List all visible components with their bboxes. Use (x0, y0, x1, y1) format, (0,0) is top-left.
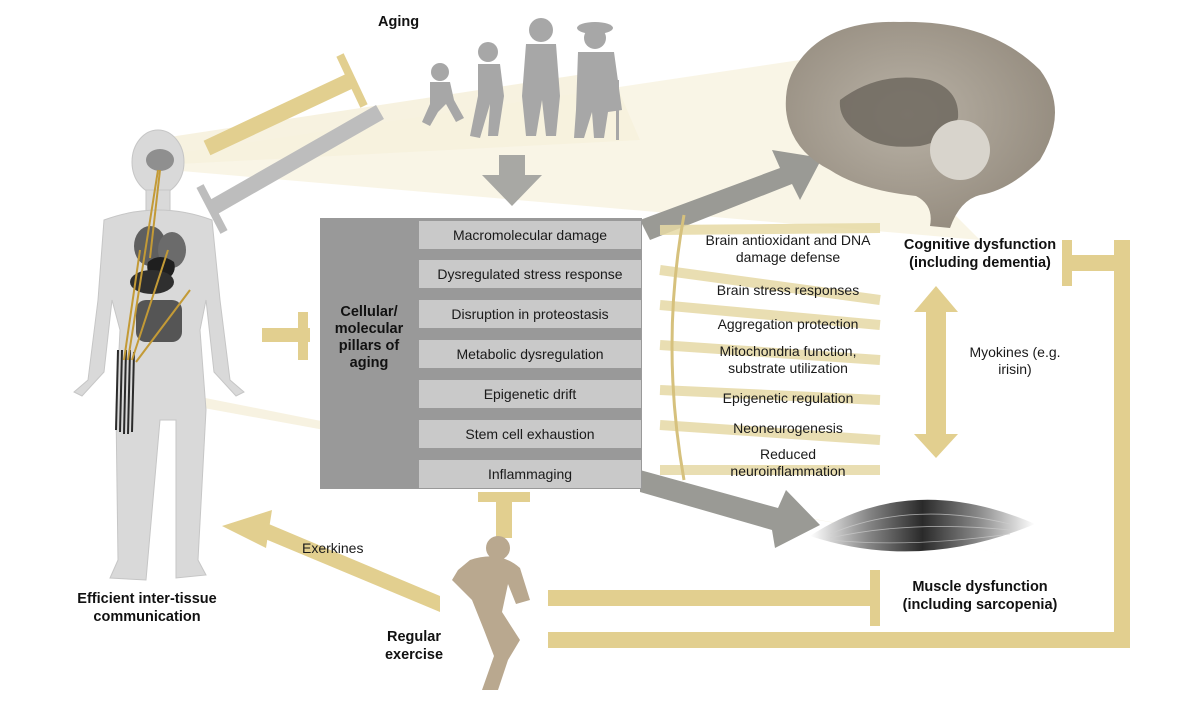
arrow-to-brain (640, 150, 822, 240)
aging-inhibits-communication (203, 53, 368, 156)
exercise-inhibits-cognition (548, 240, 1130, 648)
pillar-item: Metabolic dysregulation (419, 340, 641, 368)
pillar-item: Inflammaging (419, 460, 641, 488)
pillars-label: Cellular/ molecular pillars of aging (334, 304, 404, 371)
exercise-inhibits-muscle (548, 570, 880, 626)
arrow-to-muscle (640, 470, 820, 548)
mechanism-item: Neoneurogenesis (733, 420, 843, 436)
pillar-item: Stem cell exhaustion (419, 420, 641, 448)
regular-exercise-label: Regular exercise (384, 629, 444, 663)
myokines-label: Myokines (e.g. irisin) (969, 344, 1061, 377)
mechanism-item: Brain antioxidant and DNA damage defense (705, 232, 871, 265)
exerkines-label: Exerkines (302, 540, 364, 556)
fan-arc (670, 214, 686, 481)
mechanism-item: Aggregation protection (717, 316, 859, 332)
pillar-item: Disruption in proteostasis (419, 300, 641, 328)
body-organs (115, 149, 186, 435)
mechanism-item: Mitochondria function, substrate utiliza… (719, 343, 857, 376)
communication-arrows (123, 169, 191, 363)
muscle-icon (810, 499, 1035, 552)
runner-icon (452, 536, 530, 690)
brain-icon (785, 21, 1055, 229)
communication-inhibits-aging (196, 105, 384, 234)
aging-down-arrow (482, 155, 542, 206)
mechanism-item: Epigenetic regulation (722, 390, 854, 406)
aging-label: Aging (378, 14, 420, 30)
muscle-label: Muscle dysfunction (including sarcopenia… (902, 579, 1058, 613)
myokines-arrow (914, 286, 958, 458)
pillar-item: Macromolecular damage (419, 221, 641, 249)
exercise-inhibits-pillars (478, 492, 530, 538)
pillar-item: Epigenetic drift (419, 380, 641, 408)
protective-fan (659, 223, 881, 475)
cognitive-label: Cognitive dysfunction (including dementi… (903, 237, 1057, 271)
mechanism-item: Brain stress responses (716, 282, 860, 298)
brain-cone (165, 60, 980, 240)
pillars-inhibit-body (262, 312, 310, 360)
mechanism-item: Reduced neuroinflammation (730, 446, 846, 479)
pillar-item: Dysregulated stress response (419, 260, 641, 288)
exerkines-arrow (222, 510, 440, 612)
efficient-communication-label: Efficient inter-tissue communication (77, 591, 217, 625)
aging-silhouettes-icon (422, 18, 622, 140)
